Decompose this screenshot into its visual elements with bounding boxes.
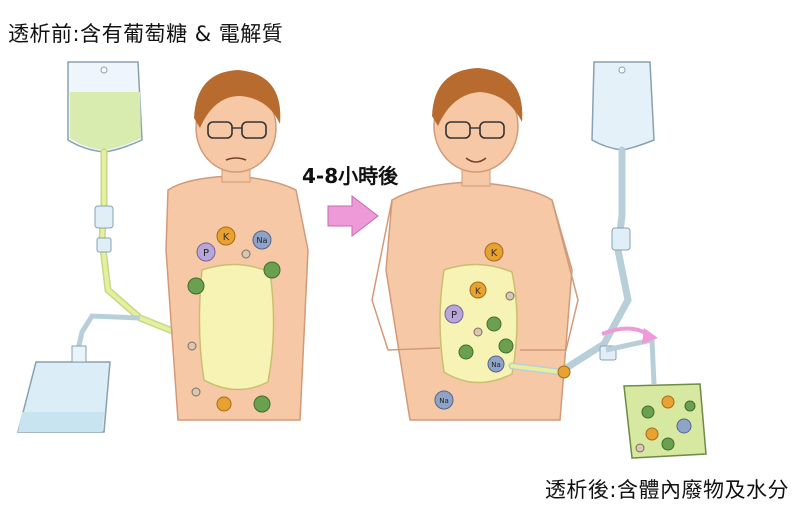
duration-caption: 4-8小時後 xyxy=(302,164,399,188)
potassium-label-after: K xyxy=(491,248,498,259)
potassium-label-after-2: K xyxy=(475,287,482,297)
before-caption: 透析前:含有葡萄糖 & 電解質 xyxy=(8,22,284,46)
empty-dialysate-bag xyxy=(591,61,655,151)
phosphorus-label: P xyxy=(203,248,209,259)
potassium-label: K xyxy=(223,232,230,243)
drain-bag xyxy=(17,313,141,433)
sodium-label-after-2: Na xyxy=(439,397,449,405)
flow-arrow xyxy=(601,326,658,344)
particles-after: K K P Na Na xyxy=(434,242,515,410)
inflow-tube xyxy=(94,148,204,346)
sodium-label-after: Na xyxy=(491,361,501,369)
waste-drain-bag xyxy=(623,383,707,459)
particles-before: K Na P xyxy=(187,226,281,413)
time-arrow xyxy=(327,194,379,238)
patient-before xyxy=(165,70,309,421)
phosphorus-label-after: P xyxy=(451,310,457,321)
fresh-dialysate-bag xyxy=(67,61,143,153)
after-caption: 透析後:含體內廢物及水分 xyxy=(544,478,789,502)
sodium-label: Na xyxy=(257,236,268,245)
